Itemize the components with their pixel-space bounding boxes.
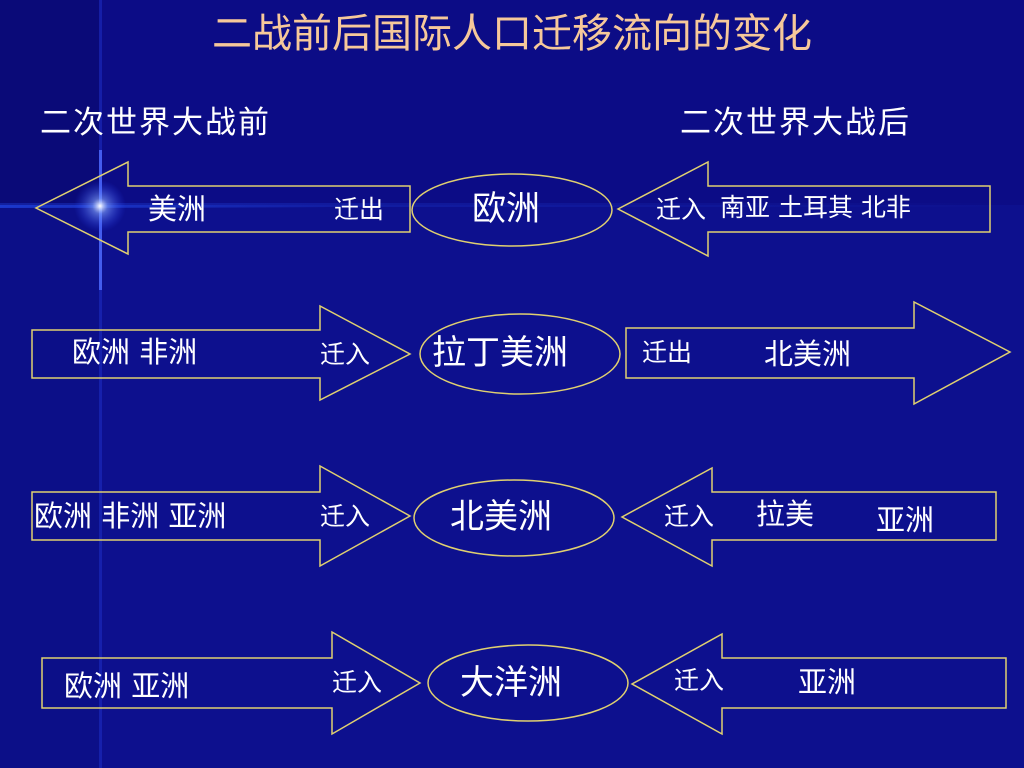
oceania-before-places: 欧洲 亚洲	[64, 669, 190, 703]
arrow-europe-before	[34, 160, 411, 256]
glow-horizontal	[0, 205, 330, 208]
ellipse-latin-america	[419, 313, 621, 395]
north-america-before-action: 迁入	[320, 502, 371, 531]
oceania-after-action: 迁入	[674, 666, 725, 695]
arrow-north-america-after	[620, 466, 997, 568]
ellipse-north-america	[413, 479, 615, 557]
ellipse-europe	[411, 173, 613, 247]
oceania-before-action: 迁入	[332, 668, 383, 697]
europe-after-places: 南亚 土耳其 北非	[720, 193, 911, 222]
arrow-latin-america-after	[625, 300, 1012, 406]
before-heading: 二次世界大战前	[40, 105, 271, 141]
arrow-oceania-before	[41, 630, 422, 736]
region-north-america: 北美洲	[450, 497, 552, 537]
arrow-north-america-before	[31, 464, 412, 568]
europe-after-action: 迁入	[656, 195, 707, 224]
oceania-after-places: 亚洲	[798, 665, 857, 699]
europe-before-places: 美洲	[148, 192, 207, 226]
glow-star	[74, 180, 126, 232]
north-america-before-places: 欧洲 非洲 亚洲	[34, 499, 227, 533]
arrow-latin-america-before	[31, 304, 412, 402]
page-title: 二战前后国际人口迁移流向的变化	[212, 11, 812, 57]
region-oceania: 大洋洲	[460, 663, 562, 703]
region-europe: 欧洲	[472, 189, 540, 229]
arrow-europe-after	[616, 160, 991, 258]
latin-america-after-action: 迁出	[642, 338, 693, 367]
latin-america-before-action: 迁入	[320, 340, 371, 369]
arrow-oceania-after	[630, 632, 1007, 736]
europe-before-action: 迁出	[334, 195, 385, 224]
ellipse-oceania	[427, 644, 629, 722]
region-latin-america: 拉丁美洲	[432, 333, 568, 373]
north-america-after-places-2: 亚洲	[876, 503, 935, 537]
after-heading: 二次世界大战后	[680, 105, 911, 141]
latin-america-before-places: 欧洲 非洲	[72, 335, 198, 369]
latin-america-after-places: 北美洲	[764, 337, 852, 371]
north-america-after-action: 迁入	[664, 502, 715, 531]
north-america-after-places-1: 拉美	[756, 497, 815, 531]
